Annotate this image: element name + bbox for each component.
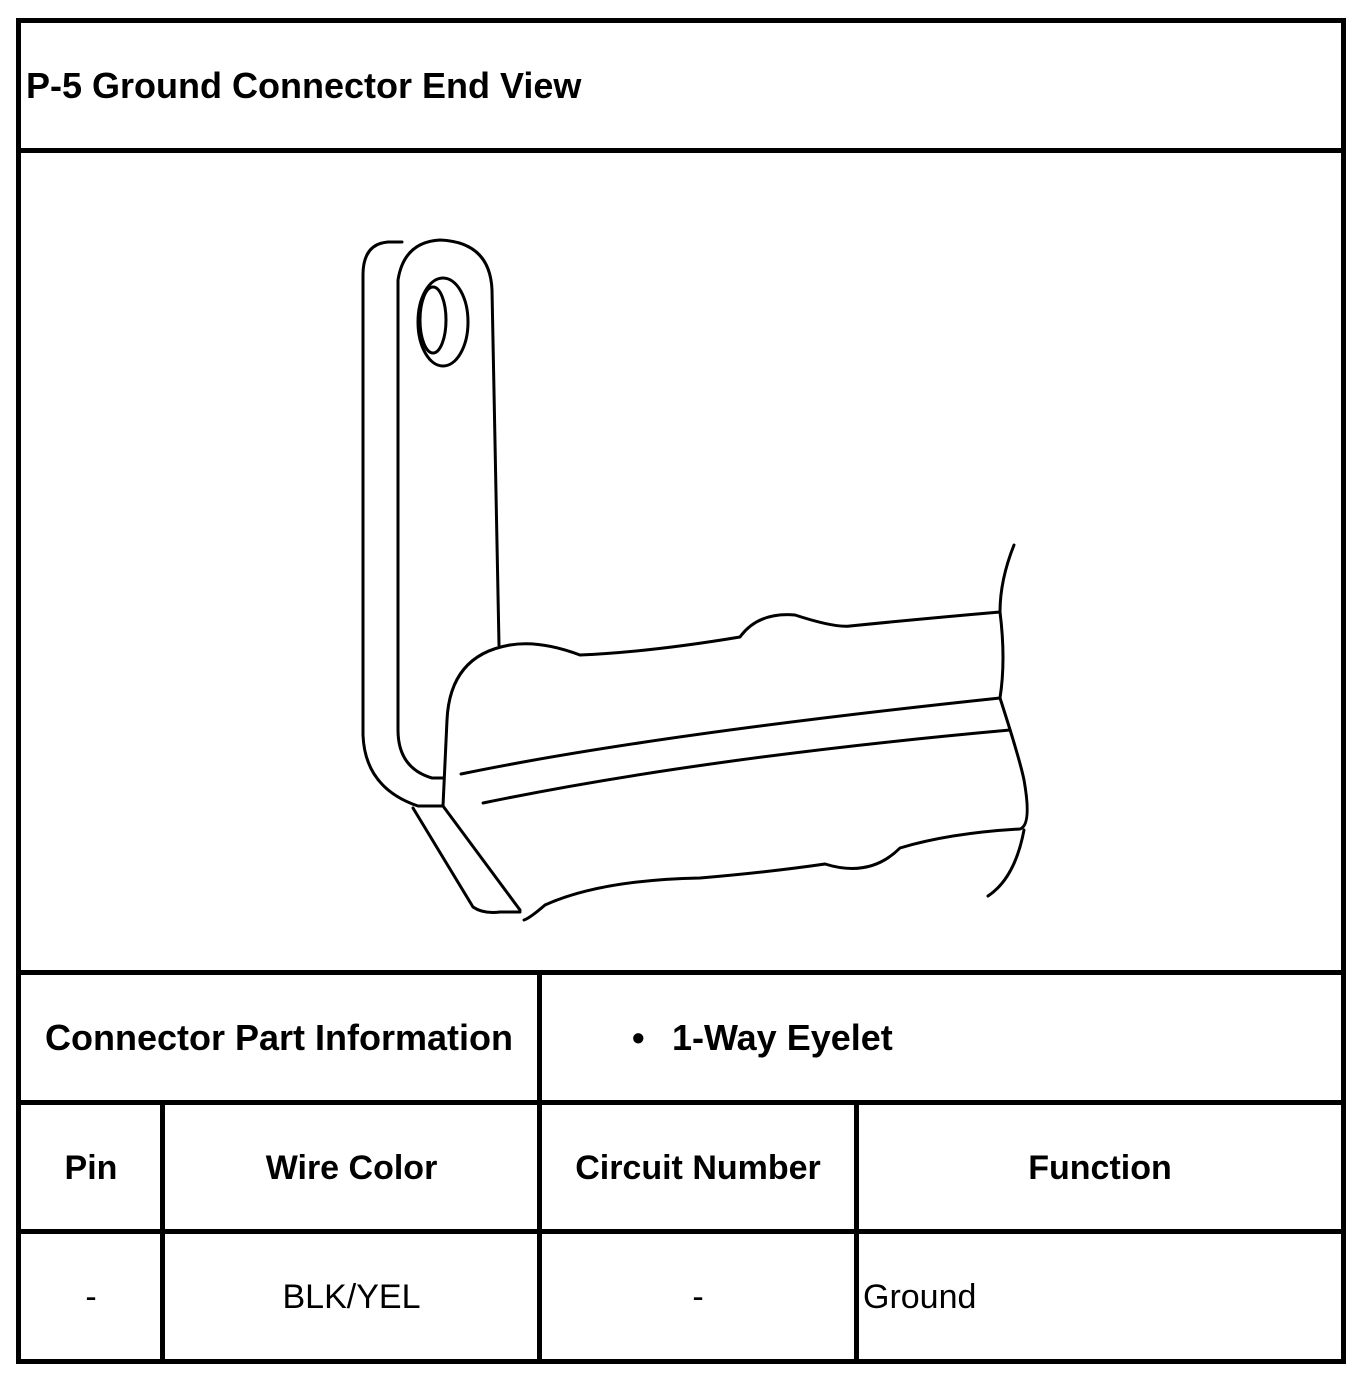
column-header-wire-color: Wire Color — [265, 1148, 438, 1187]
cell-pin: - — [85, 1277, 97, 1316]
divider-diagram — [16, 970, 1346, 975]
connector-type: 1-Way Eyelet — [672, 1016, 893, 1058]
document-frame — [16, 18, 1346, 1364]
column-header-pin: Pin — [64, 1148, 118, 1187]
column-header-circuit-number: Circuit Number — [575, 1148, 821, 1187]
connector-part-information-value: • 1-Way Eyelet — [542, 975, 1341, 1100]
connector-part-information-label: Connector Part Information — [44, 1016, 514, 1058]
divider-column-1 — [160, 1100, 165, 1364]
divider-info — [16, 1100, 1346, 1105]
column-header-function: Function — [1028, 1148, 1172, 1187]
divider-column-2 — [537, 970, 542, 1364]
cell-function: Ground — [863, 1277, 977, 1316]
divider-title — [16, 148, 1346, 153]
page-title: P-5 Ground Connector End View — [26, 64, 582, 106]
cell-wire-color: BLK/YEL — [282, 1277, 421, 1316]
cell-circuit-number: - — [692, 1277, 704, 1316]
divider-header — [16, 1229, 1346, 1234]
divider-column-3 — [854, 1100, 859, 1364]
bullet-point: • — [632, 1016, 645, 1058]
ground-eyelet-connector-illustration — [361, 238, 1029, 922]
